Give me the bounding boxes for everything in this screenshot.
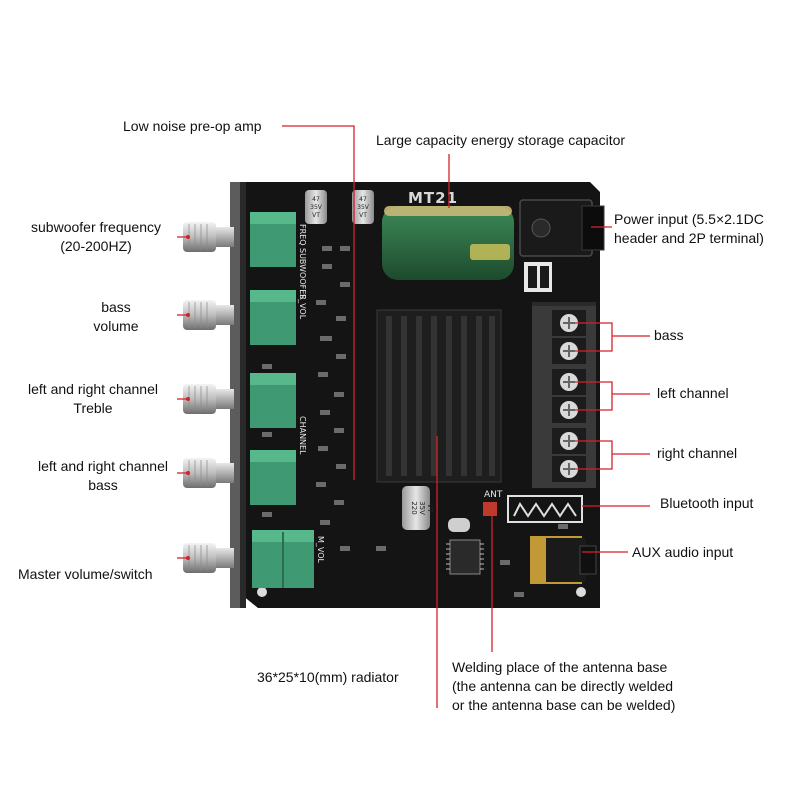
potentiometers	[183, 212, 314, 588]
speaker-terminal-block	[532, 302, 596, 488]
cap-label: 35V	[418, 501, 426, 515]
callout-antenna: Welding place of the antenna base (the a…	[452, 658, 675, 715]
m-vol-silk-label: M_VOL	[316, 536, 325, 564]
callout-sub-freq-line1: subwoofer frequency	[31, 219, 161, 235]
cap-label: VT	[312, 212, 320, 219]
knob-shaft	[183, 458, 216, 488]
crystal-oscillator	[448, 518, 470, 532]
leader-left-channel	[575, 381, 613, 411]
small-capacitor: 47 35V VT	[352, 190, 374, 224]
potentiometer-treble	[183, 373, 296, 428]
callout-antenna-line2: (the antenna can be directly welded	[452, 678, 674, 694]
callout-power-input: Power input (5.5×2.1DC header and 2P ter…	[614, 210, 764, 248]
terminal-screw	[552, 369, 586, 395]
potentiometer-sub-freq	[183, 212, 296, 267]
antenna-pad	[483, 502, 497, 516]
potentiometer-bass-volume	[183, 290, 296, 345]
heatsink-radiator	[376, 309, 502, 483]
callout-power-input-line2: header and 2P terminal)	[614, 230, 764, 246]
callout-lr-bass-line2: bass	[88, 477, 118, 493]
callout-lr-bass-line1: left and right channel	[38, 458, 168, 474]
bluetooth-module-trace	[507, 495, 583, 523]
callout-bluetooth: Bluetooth input	[660, 495, 754, 511]
callout-bass-volume-line2: volume	[93, 318, 139, 334]
callout-bass-volume: bass volume	[66, 298, 166, 336]
callout-bass-volume-line1: bass	[101, 299, 131, 315]
callout-sub-freq-line2: (20-200HZ)	[60, 238, 132, 254]
mounting-hole	[576, 587, 586, 597]
callout-bass-out: bass	[654, 327, 684, 343]
cap-label: 35V	[357, 204, 370, 211]
leader-right-channel	[575, 440, 613, 470]
mounting-hole	[257, 587, 267, 597]
callout-treble: left and right channel Treble	[10, 380, 176, 418]
freq-silk-label: FREQ	[298, 224, 307, 246]
callout-power-input-line1: Power input (5.5×2.1DC	[614, 211, 764, 227]
callout-energy-cap: Large capacity energy storage capacitor	[376, 132, 626, 148]
s-vol-silk-label: S_VOL	[298, 294, 307, 320]
channel-silk-label: CHANNEL	[298, 416, 307, 455]
callout-aux: AUX audio input	[632, 544, 734, 560]
callout-right-channel: right channel	[657, 445, 738, 461]
leader-arrow-dots	[186, 235, 190, 560]
capacitor-220uf: 220 35V VT	[402, 486, 434, 530]
knob-shaft	[183, 300, 216, 330]
aux-audio-jack	[530, 536, 597, 584]
cap-label: 220	[410, 501, 418, 514]
subwoofer-silk-label: SUBWOOFER	[298, 248, 307, 300]
leader-pre-amp	[282, 125, 355, 480]
energy-storage-capacitor	[382, 206, 514, 280]
cap-label: 35V	[310, 204, 323, 211]
callout-left-channel: left channel	[657, 385, 729, 401]
callout-treble-line1: left and right channel	[28, 381, 158, 397]
board-model-label: MT21	[408, 189, 458, 207]
small-capacitor: 47 35V VT	[305, 190, 327, 224]
knob-shaft	[183, 543, 216, 573]
bluetooth-ic	[446, 539, 484, 575]
ant-silk-label: ANT	[484, 490, 503, 500]
cap-label: VT	[359, 212, 367, 219]
callout-master: Master volume/switch	[18, 566, 153, 582]
callout-antenna-line3: or the antenna base can be welded)	[452, 697, 676, 713]
knob-shaft	[183, 222, 216, 252]
cap-label: VT	[426, 503, 434, 513]
potentiometer-lr-bass	[183, 450, 296, 505]
terminal-screw	[552, 397, 586, 423]
callout-antenna-line1: Welding place of the antenna base	[452, 659, 668, 675]
leader-bass-out	[575, 322, 613, 352]
callout-sub-freq: subwoofer frequency (20-200HZ)	[14, 218, 178, 256]
callout-treble-line2: Treble	[73, 400, 113, 416]
cap-label: 47	[312, 196, 320, 203]
potentiometer-master	[183, 530, 314, 588]
dc-power-jack	[519, 199, 605, 292]
callout-pre-amp: Low noise pre-op amp	[123, 118, 262, 134]
smd-components	[262, 246, 568, 597]
callout-radiator: 36*25*10(mm) radiator	[257, 669, 399, 685]
cap-label: 47	[359, 196, 367, 203]
callout-leaders	[177, 125, 650, 708]
knob-shaft	[183, 384, 216, 414]
callout-lr-bass: left and right channel bass	[10, 457, 196, 495]
